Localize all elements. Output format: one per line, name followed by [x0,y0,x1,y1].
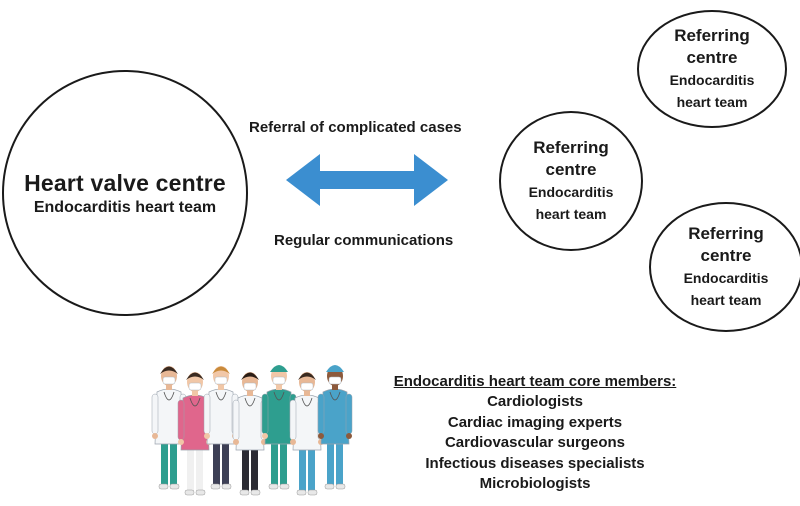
heart-valve-centre-subtitle: Endocarditis heart team [33,198,217,216]
referring-centre-subtitle: Endocarditis [528,184,614,200]
team-member-item: Microbiologists [479,475,591,492]
heart-valve-centre-title: Heart valve centre [24,169,226,196]
referral-label: Referral of complicated cases [249,119,462,136]
referring-centre-title: Referring [674,26,750,45]
referring-centre-circle: Referring centre Endocarditis heart team [637,10,787,128]
referring-centre-subtitle: Endocarditis [669,72,755,88]
referring-centre-title: Referring [688,224,764,243]
referring-centre-subtitle: heart team [676,94,748,110]
double-arrow-icon [286,154,448,206]
medical-staff-group-icon [151,365,353,496]
team-members-title: Endocarditis heart team core members: [393,373,677,390]
referring-centre-circle: Referring centre Endocarditis heart team [649,202,800,332]
referring-centre-title: centre [545,160,597,179]
referring-centre-title: centre [686,48,738,67]
heart-valve-centre-circle: Heart valve centre Endocarditis heart te… [2,70,248,316]
team-member-item: Infectious diseases specialists [425,454,645,472]
referring-centre-title: centre [700,246,752,265]
team-member-item: Cardiologists [487,393,583,410]
referring-centre-title: Referring [533,138,609,157]
team-members-panel: Endocarditis heart team core members: Ca… [360,372,710,495]
communication-label: Regular communications [274,232,454,249]
team-member-item: Cardiac imaging experts [447,413,623,431]
team-member-item: Cardiovascular surgeons [444,434,626,451]
referring-centre-subtitle: Endocarditis [683,270,769,286]
referring-centre-circle: Referring centre Endocarditis heart team [499,111,643,251]
referring-centre-subtitle: heart team [535,206,607,222]
referring-centre-subtitle: heart team [690,292,762,308]
